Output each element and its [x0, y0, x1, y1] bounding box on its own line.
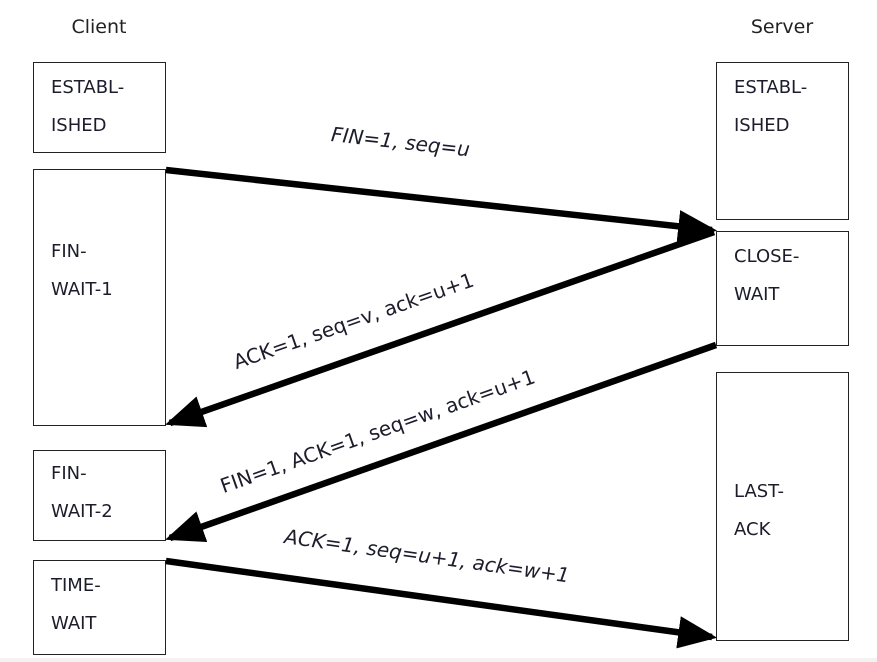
server-state-close-wait: CLOSE- WAIT	[716, 231, 849, 346]
bottom-band	[0, 658, 877, 662]
client-title: Client	[71, 16, 127, 38]
client-state-fin-wait-1: FIN- WAIT-1	[33, 169, 166, 426]
server-title: Server	[750, 16, 814, 38]
state-label: LAST- ACK	[734, 481, 785, 540]
state-label: CLOSE- WAIT	[734, 246, 800, 305]
arrow-fin	[165, 166, 718, 243]
client-state-fin-wait-2: FIN- WAIT-2	[33, 450, 166, 541]
state-label: ESTABL- ISHED	[51, 77, 125, 136]
state-label: FIN- WAIT-2	[51, 463, 113, 522]
client-state-established: ESTABL- ISHED	[33, 62, 166, 153]
server-state-established: ESTABL- ISHED	[716, 62, 849, 220]
arrow-fin-ack	[165, 341, 718, 543]
arrow-final-ack	[165, 557, 718, 649]
state-label: FIN- WAIT-1	[51, 241, 113, 300]
arrow-ack	[165, 228, 716, 428]
state-label: ESTABL- ISHED	[734, 77, 808, 136]
state-label: TIME- WAIT	[51, 575, 101, 634]
server-state-last-ack: LAST- ACK	[716, 372, 849, 641]
client-state-time-wait: TIME- WAIT	[33, 560, 166, 655]
